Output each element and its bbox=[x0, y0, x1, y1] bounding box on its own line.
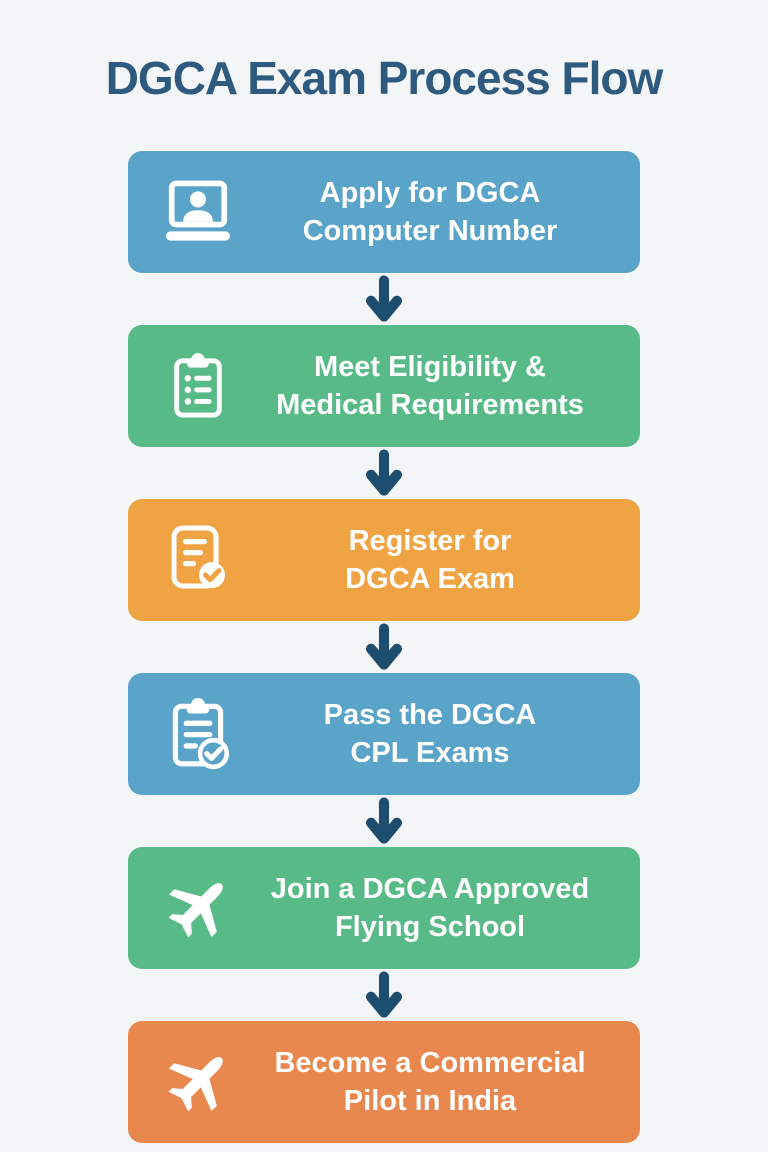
document-check-icon bbox=[152, 523, 244, 597]
step-label: Meet Eligibility & Medical Requirements bbox=[244, 348, 622, 424]
step-label: Join a DGCA Approved Flying School bbox=[244, 870, 622, 946]
flow-arrow-down-icon bbox=[128, 621, 640, 673]
step-label-line1: Register for bbox=[348, 524, 512, 557]
flow-arrow-down-icon bbox=[128, 273, 640, 325]
step-label-line1: Apply for DGCA bbox=[319, 176, 541, 209]
step-label-line1: Become a Commercial bbox=[274, 1046, 586, 1079]
step-label-line1: Meet Eligibility & bbox=[313, 350, 547, 383]
step-label: Pass the DGCA CPL Exams bbox=[244, 696, 622, 772]
airplane-icon bbox=[152, 871, 244, 945]
step-label: Register for DGCA Exam bbox=[244, 522, 622, 598]
step-meet-eligibility-medical: Meet Eligibility & Medical Requirements bbox=[128, 324, 640, 447]
step-label-line2: DGCA Exam bbox=[345, 562, 515, 595]
step-label-line1: Pass the DGCA bbox=[323, 698, 537, 731]
flow-arrow-down-icon bbox=[128, 969, 640, 1021]
step-label-line1: Join a DGCA Approved bbox=[270, 872, 590, 905]
step-label-line2: Computer Number bbox=[302, 214, 558, 247]
laptop-user-icon bbox=[152, 180, 244, 244]
step-label: Apply for DGCA Computer Number bbox=[244, 174, 622, 250]
process-flow: Apply for DGCA Computer Number bbox=[128, 150, 640, 1143]
step-apply-dgca-computer-number: Apply for DGCA Computer Number bbox=[128, 150, 640, 273]
step-label-line2: Medical Requirements bbox=[276, 388, 584, 421]
step-label-line2: CPL Exams bbox=[350, 736, 510, 769]
step-become-commercial-pilot: Become a Commercial Pilot in India bbox=[128, 1020, 640, 1143]
airplane-icon bbox=[152, 1045, 244, 1119]
flow-arrow-down-icon bbox=[128, 447, 640, 499]
clipboard-checklist-icon bbox=[152, 350, 244, 422]
step-register-for-dgca-exam: Register for DGCA Exam bbox=[128, 498, 640, 621]
step-label-line2: Flying School bbox=[334, 910, 526, 943]
clipboard-check-icon bbox=[152, 696, 244, 772]
page-title: DGCA Exam Process Flow bbox=[105, 52, 664, 104]
step-label: Become a Commercial Pilot in India bbox=[244, 1044, 622, 1120]
step-pass-dgca-cpl-exams: Pass the DGCA CPL Exams bbox=[128, 672, 640, 795]
step-label-line2: Pilot in India bbox=[343, 1084, 517, 1117]
step-join-approved-flying-school: Join a DGCA Approved Flying School bbox=[128, 846, 640, 969]
flow-arrow-down-icon bbox=[128, 795, 640, 847]
